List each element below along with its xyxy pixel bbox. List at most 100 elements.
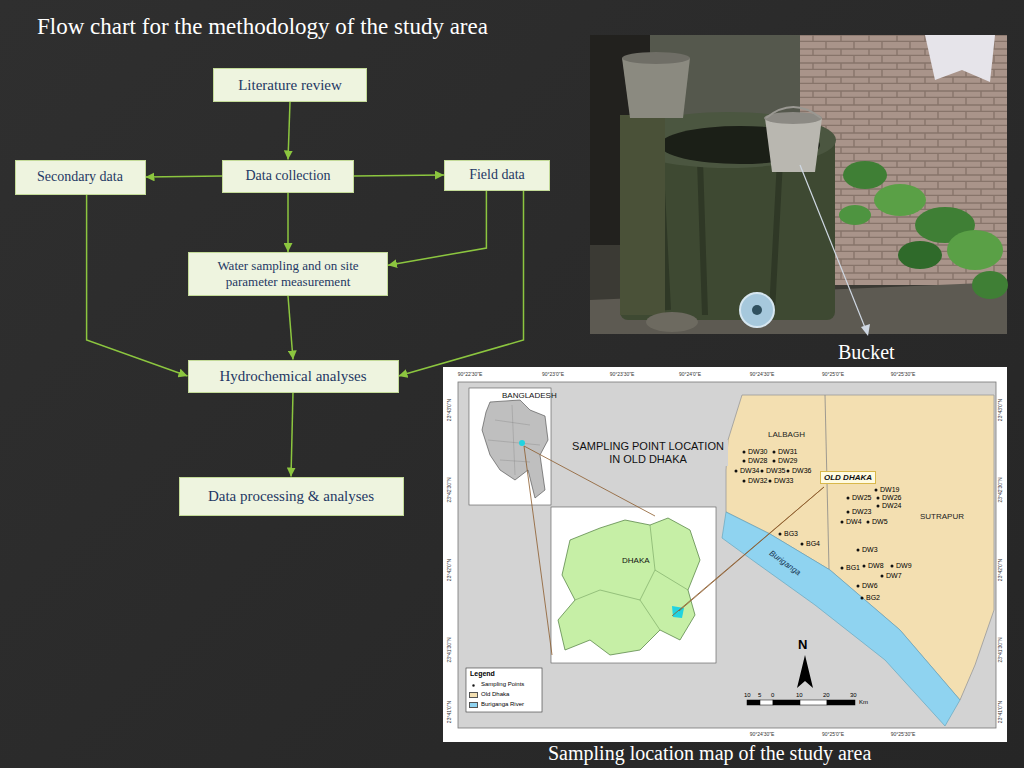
legend-text: Buriganga River bbox=[481, 701, 524, 708]
area-name: SUTRAPUR bbox=[920, 512, 964, 521]
coordinate-tick: 23°42'30"N bbox=[447, 477, 453, 502]
box-label: Literature review bbox=[238, 76, 342, 95]
scale-number: 20 bbox=[823, 692, 830, 699]
sampling-map bbox=[443, 367, 1007, 742]
coordinate-tick: 90°24'30"E bbox=[750, 372, 775, 378]
scale-number: 10 bbox=[744, 692, 751, 699]
sampling-dot bbox=[891, 565, 894, 568]
legend-box bbox=[466, 668, 542, 712]
process-box: Literature review bbox=[213, 68, 367, 102]
legend-text: Old Dhaka bbox=[481, 691, 509, 698]
photo-ground bbox=[590, 35, 1007, 334]
legend-dot bbox=[472, 684, 475, 687]
scale-bar bbox=[827, 700, 855, 705]
area-name: LALBAGH bbox=[768, 430, 805, 439]
box-label: Secondary data bbox=[37, 168, 123, 186]
sampling-dot bbox=[847, 511, 850, 514]
coordinate-tick: 23°43'0"N bbox=[998, 399, 1004, 421]
coordinate-tick: 23°42'0"N bbox=[447, 559, 453, 581]
sampling-dot bbox=[769, 480, 772, 483]
sampling-point-id: DW7 bbox=[886, 572, 902, 580]
inset-leader bbox=[672, 487, 824, 616]
coordinate-tick: 90°25'0"E bbox=[822, 732, 844, 738]
tape-hub bbox=[752, 305, 762, 315]
well-pillar bbox=[620, 115, 665, 315]
legend-swatch bbox=[469, 702, 478, 708]
coordinate-tick: 23°41'30"N bbox=[447, 637, 453, 662]
sampling-dot bbox=[735, 470, 738, 473]
scale-bar bbox=[773, 700, 800, 705]
coordinate-tick: 90°24'0"E bbox=[679, 372, 701, 378]
box-label: Field data bbox=[469, 166, 525, 184]
bangladesh-inset bbox=[469, 388, 551, 505]
coordinate-tick: 90°25'0"E bbox=[822, 372, 844, 378]
sampling-dot bbox=[743, 460, 746, 463]
coordinate-tick: 90°23'30"E bbox=[610, 372, 635, 378]
sampling-point-id: DW25 bbox=[852, 494, 871, 502]
bucket-handle bbox=[766, 107, 821, 118]
dhaka-marker bbox=[519, 440, 525, 446]
sampling-dot bbox=[773, 451, 776, 454]
sampling-point-id: DW36 bbox=[792, 467, 811, 475]
sampling-dot bbox=[801, 543, 804, 546]
sampling-point-id: DW4 bbox=[846, 518, 862, 526]
legend-text: Sampling Points bbox=[481, 681, 524, 688]
process-box: Secondary data bbox=[15, 160, 146, 195]
flow-arrow bbox=[288, 296, 293, 360]
sampling-dot bbox=[867, 521, 870, 524]
coordinate-tick: 90°22'30"E bbox=[458, 372, 483, 378]
sampling-point-id: DW9 bbox=[896, 562, 912, 570]
dhaka-district bbox=[558, 518, 700, 655]
bucket bbox=[765, 118, 822, 172]
sampling-point-id: DW3 bbox=[862, 546, 878, 554]
process-box: Field data bbox=[444, 160, 550, 191]
coordinate-tick: 23°41'0"N bbox=[447, 701, 453, 723]
north-arrow bbox=[797, 655, 813, 688]
scale-number: 10 bbox=[796, 692, 803, 699]
flow-arrow bbox=[291, 393, 293, 477]
photo-label: Bucket bbox=[838, 341, 895, 364]
scale-bar bbox=[747, 700, 760, 705]
map-panel bbox=[443, 367, 1007, 742]
bucket-left bbox=[622, 58, 690, 118]
coordinate-tick: 23°41'0"N bbox=[998, 701, 1004, 723]
flow-arrow bbox=[146, 176, 223, 177]
scale-number: Km bbox=[859, 699, 868, 706]
coordinate-tick: 90°25'30"E bbox=[891, 372, 916, 378]
sampling-point-id: DW32 bbox=[748, 477, 767, 485]
leaf bbox=[843, 161, 887, 189]
sampling-dot bbox=[863, 565, 866, 568]
flow-arrow bbox=[87, 195, 188, 377]
measuring-tape bbox=[740, 293, 774, 327]
sampling-dot bbox=[773, 460, 776, 463]
legend-swatch bbox=[469, 692, 478, 698]
callout-box: OLD DHAKA bbox=[820, 471, 876, 484]
inset-leader bbox=[524, 446, 655, 655]
coordinate-tick: 23°42'0"N bbox=[998, 559, 1004, 581]
sampling-point-id: DW35 bbox=[766, 467, 785, 475]
sampling-dot bbox=[881, 575, 884, 578]
sampling-dot bbox=[743, 480, 746, 483]
flow-arrow bbox=[388, 191, 486, 266]
sampling-point-id: BG4 bbox=[806, 540, 820, 548]
flow-arrow bbox=[399, 191, 524, 377]
sampling-dot bbox=[877, 505, 880, 508]
sampling-point-id: DW34 bbox=[740, 467, 759, 475]
well-photo bbox=[590, 35, 1008, 334]
flow-arrow bbox=[288, 102, 290, 160]
sampling-point-id: DW6 bbox=[862, 582, 878, 590]
sampling-point-id: DW33 bbox=[774, 477, 793, 485]
process-box: Hydrochemical analyses bbox=[188, 360, 399, 393]
box-label: Data collection bbox=[245, 167, 330, 185]
scale-bar bbox=[800, 700, 827, 705]
sampling-dot bbox=[857, 549, 860, 552]
coordinate-tick: 90°24'30"E bbox=[750, 732, 775, 738]
slide-title: Flow chart for the methodology of the st… bbox=[37, 14, 488, 40]
leaf bbox=[947, 230, 1003, 270]
bowl bbox=[646, 312, 698, 332]
dhaka-inset bbox=[551, 507, 716, 663]
scale-number: 5 bbox=[758, 692, 761, 699]
coordinate-tick: 23°43'0"N bbox=[447, 399, 453, 421]
process-box: Data processing & analyses bbox=[179, 477, 404, 516]
